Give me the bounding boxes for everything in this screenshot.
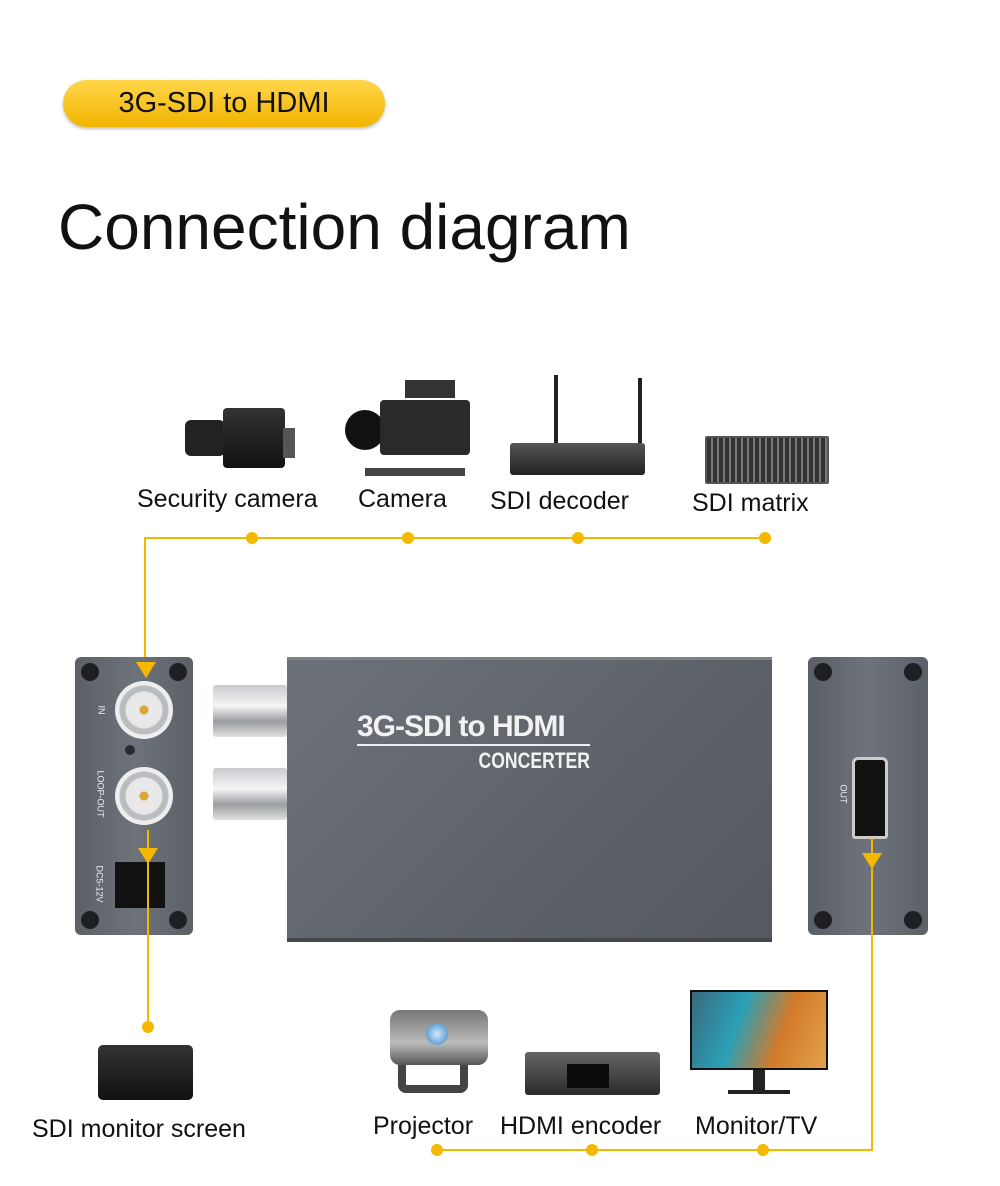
out-label: OUT — [838, 784, 849, 804]
power-label: DC5-12V — [94, 865, 105, 903]
loop-out-line — [147, 830, 149, 1026]
output-label-projector: Projector — [373, 1112, 474, 1140]
loop-out-label: LOOP-OUT — [95, 770, 106, 818]
input-line — [144, 537, 146, 665]
connection-dot — [142, 1021, 154, 1033]
sdi-monitor-icon — [98, 1045, 193, 1100]
bnc-connector — [213, 768, 287, 820]
connection-dot — [586, 1144, 598, 1156]
connection-dot — [572, 532, 584, 544]
right-panel: OUT — [808, 657, 928, 935]
page-title: Connection diagram — [58, 191, 631, 263]
product-badge: 3G-SDI to HDMI — [63, 80, 385, 127]
device-name: 3G-SDI to HDMI — [357, 710, 590, 746]
hdmi-encoder-icon — [525, 1052, 660, 1095]
connection-dot — [431, 1144, 443, 1156]
input-bus-line — [145, 537, 765, 539]
connection-dot — [759, 532, 771, 544]
output-line — [871, 838, 873, 1151]
output-label-monitor-tv: Monitor/TV — [695, 1112, 818, 1140]
source-label-sdi-decoder: SDI decoder — [490, 487, 629, 515]
source-label-sdi-matrix: SDI matrix — [692, 489, 809, 517]
projector-icon — [388, 1005, 490, 1095]
input-arrow-icon — [136, 662, 156, 678]
loop-out-arrow-icon — [138, 848, 158, 864]
sdi-matrix-icon — [705, 436, 829, 484]
connection-dot — [246, 532, 258, 544]
left-panel: IN LOOP-OUT DC5-12V — [75, 657, 193, 935]
output-label-hdmi-encoder: HDMI encoder — [500, 1112, 662, 1140]
connection-dot — [402, 532, 414, 544]
output-label-sdi-monitor: SDI monitor screen — [32, 1115, 246, 1143]
security-camera-icon — [185, 408, 300, 470]
converter-device: 3G-SDI to HDMI CONCERTER — [287, 657, 772, 942]
output-bus-line — [437, 1149, 873, 1151]
source-label-camera: Camera — [358, 485, 447, 513]
bnc-connector — [213, 685, 287, 737]
sdi-loop-out-port — [115, 767, 173, 825]
sdi-decoder-icon — [510, 375, 645, 480]
device-subname: CONCERTER — [478, 748, 590, 773]
power-port — [115, 862, 165, 908]
sdi-in-port — [115, 681, 173, 739]
source-label-security-camera: Security camera — [137, 485, 318, 513]
camera-icon — [345, 380, 475, 478]
monitor-tv-icon — [690, 990, 828, 1095]
hdmi-out-port — [852, 757, 888, 839]
in-label: IN — [96, 705, 107, 715]
connection-dot — [757, 1144, 769, 1156]
